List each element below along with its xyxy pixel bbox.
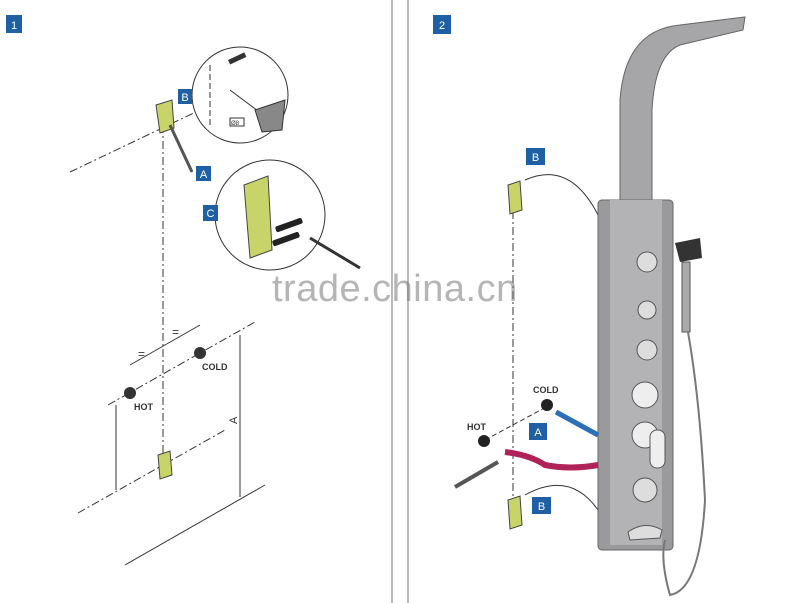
hot-pipe [504, 449, 599, 471]
step-2-badge: 2 [433, 15, 451, 34]
diagram-line [124, 484, 266, 566]
watermark: trade.china.cn [272, 268, 518, 310]
step-2-panel: B B COLD HOT A [453, 16, 746, 597]
diagram-label: HOT [467, 422, 487, 432]
diagram-label: C [207, 208, 215, 220]
diagram-label: A [534, 427, 542, 439]
diagram-line [681, 261, 691, 333]
diagram-line [649, 429, 666, 469]
drill-bit [168, 124, 194, 173]
badge-b-step1: B [178, 89, 192, 104]
screwdriver-icon [309, 236, 361, 270]
tub-spout [627, 525, 663, 541]
hang-arrow [524, 484, 599, 511]
wrench-icon [453, 460, 500, 489]
diagram-line [196, 166, 211, 181]
diagram-label: B [532, 152, 539, 164]
diagram-label: COLD [202, 362, 228, 372]
diagram-label: COLD [533, 385, 559, 395]
body-jet [636, 251, 658, 273]
spacing-dimension [129, 324, 201, 366]
hot-inlet-fitting [124, 387, 136, 399]
wall-bracket-top [155, 99, 175, 134]
diagram-label: 2 [439, 20, 445, 32]
cold-pipe [554, 409, 600, 438]
screw-icon [275, 217, 303, 233]
diagram-line [529, 423, 547, 440]
step-1-panel: Ø8 B A C = = HOT COLD A [69, 46, 361, 566]
body-jet [636, 339, 658, 361]
screw-icon [272, 231, 300, 247]
badge-a-step2: A [529, 423, 547, 440]
level-line [69, 109, 201, 173]
drill-icon [254, 99, 286, 133]
body-jet [632, 477, 658, 503]
diagram-line [484, 404, 551, 441]
body-jet [637, 300, 657, 320]
diagram-line [433, 15, 451, 34]
diagram-label: HOT [134, 402, 154, 412]
diagram-label: A [228, 416, 240, 424]
hot-inlet-fitting [478, 435, 490, 447]
step-1-badge: 1 [6, 15, 22, 33]
diagram-line [203, 205, 218, 221]
diagram-label: = [172, 325, 179, 339]
badge-b-bottom-step2: B [532, 497, 551, 514]
diagram-line [77, 429, 226, 514]
diagram-label: Ø8 [231, 121, 240, 127]
diagram-label: 1 [11, 20, 17, 32]
diagram-label: = [138, 347, 145, 361]
wall-bracket-detail [243, 175, 273, 259]
wall-bracket-top [507, 180, 523, 215]
diagram-line [6, 15, 22, 33]
hang-arrow [524, 174, 599, 216]
cold-inlet-fitting [541, 399, 553, 411]
wall-plug-icon [227, 52, 247, 65]
diagram-line [526, 148, 545, 165]
diagram-line [532, 497, 551, 514]
badge-c-step1: C [203, 205, 218, 221]
cold-inlet-fitting [194, 347, 206, 359]
wall-bracket-bottom [507, 495, 523, 530]
diagram-label: B [181, 92, 188, 104]
diagram-line [178, 89, 192, 104]
diagram-label: B [538, 501, 545, 513]
badge-b-top-step2: B [526, 148, 545, 165]
badge-a-step1: A [196, 166, 211, 181]
diagram-line [229, 117, 245, 127]
diverter-knob [631, 381, 659, 409]
shower-hose [662, 331, 707, 597]
diagram-label: A [200, 169, 208, 181]
wall-bracket-bottom [157, 450, 173, 480]
hand-shower [675, 238, 702, 262]
